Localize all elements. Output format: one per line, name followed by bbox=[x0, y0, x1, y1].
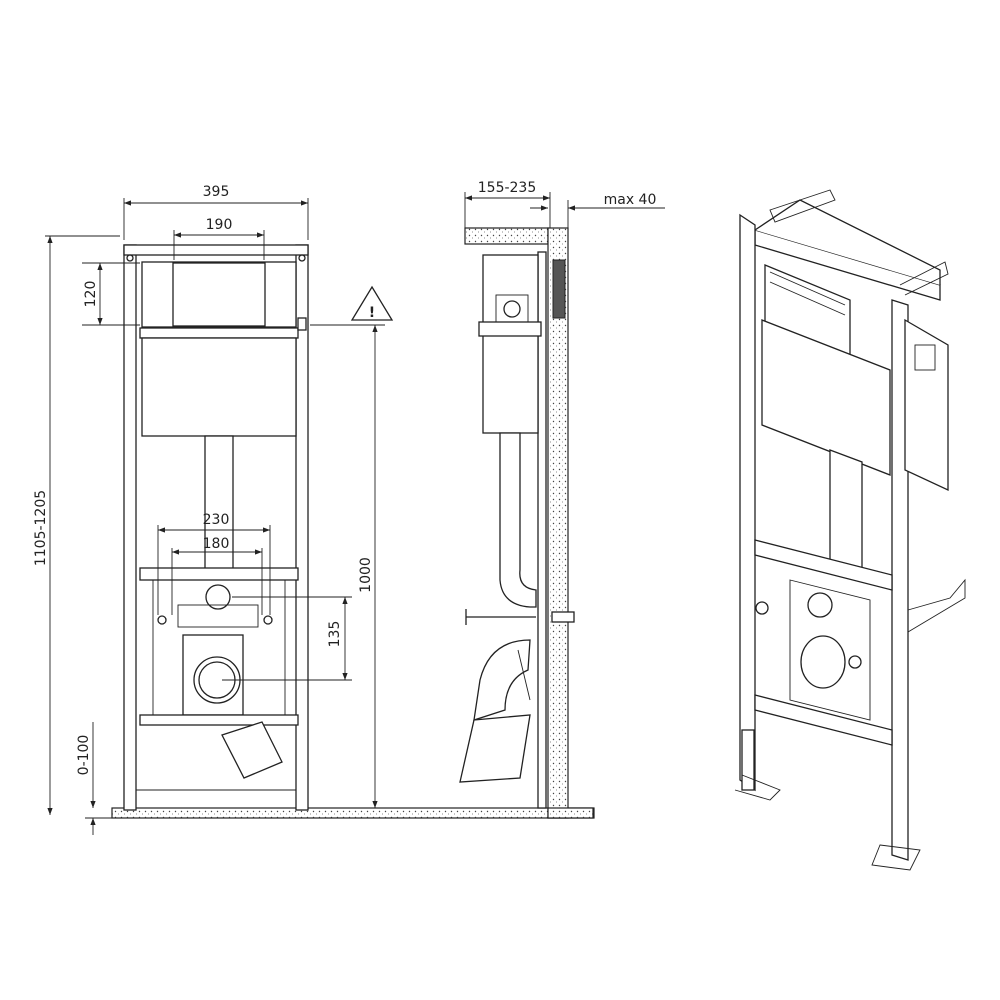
iso-post-right bbox=[891, 299, 909, 861]
side-view: 155-235 max 40 bbox=[459, 180, 665, 819]
flush-plate-side bbox=[552, 259, 566, 319]
dim-bolt-outer: 230 bbox=[203, 512, 230, 528]
bolt-right bbox=[263, 615, 273, 625]
iso-cistern bbox=[761, 319, 891, 476]
floor bbox=[111, 807, 595, 819]
lower-crossbar bbox=[139, 567, 299, 581]
flush-pipe bbox=[204, 435, 234, 571]
svg-text:!: ! bbox=[369, 305, 375, 321]
dim-outlet-offset: 135 bbox=[327, 621, 343, 648]
drain-bend bbox=[221, 721, 283, 779]
isometric-view bbox=[734, 189, 966, 871]
bottom-crossbar bbox=[139, 714, 299, 726]
dim-wall-max: max 40 bbox=[604, 192, 657, 208]
frame-post-left bbox=[123, 244, 137, 811]
dim-plate-height: 120 bbox=[83, 281, 99, 308]
dim-plate-width: 190 bbox=[206, 217, 233, 233]
dim-leg-adjust: 0-100 bbox=[76, 735, 92, 776]
flush-plate bbox=[172, 262, 266, 327]
cistern-side bbox=[482, 254, 539, 434]
inlet-pipe bbox=[205, 584, 231, 610]
drain-outlet-side bbox=[459, 714, 531, 783]
warning-triangle-icon: ! bbox=[350, 285, 394, 321]
top-crossbar bbox=[123, 244, 309, 256]
mid-crossbar bbox=[139, 327, 299, 339]
drain-bend-side bbox=[473, 639, 531, 721]
dim-bolt-inner: 180 bbox=[203, 536, 230, 552]
iso-crossbar bbox=[754, 539, 893, 591]
iso-post-left bbox=[739, 213, 756, 792]
dim-depth-range: 155-235 bbox=[478, 180, 537, 196]
frame-side bbox=[537, 251, 547, 809]
cistern-body bbox=[141, 337, 297, 437]
front-view: 395 190 120 1105-1205 1000 ! 230 180 135… bbox=[33, 184, 595, 835]
dim-width-total: 395 bbox=[203, 184, 230, 200]
flush-pipe-side bbox=[499, 432, 537, 608]
ceiling-slab bbox=[464, 227, 549, 245]
iso-cistern-side bbox=[904, 318, 949, 492]
dim-flush-height: 1000 bbox=[358, 557, 374, 593]
bolt-left bbox=[157, 615, 167, 625]
dim-height-range: 1105-1205 bbox=[33, 490, 49, 566]
